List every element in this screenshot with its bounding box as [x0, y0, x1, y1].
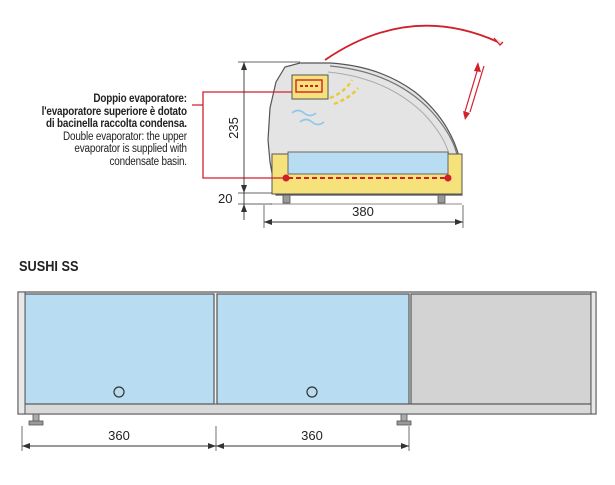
- note-it-line-1: Doppio evaporatore:: [93, 93, 188, 105]
- end-cap-left: [17, 291, 26, 415]
- note-en-line-2: evaporator is supplied with: [74, 143, 188, 156]
- front-foot-left: [28, 413, 44, 426]
- model-title: SUSHI SS: [19, 258, 79, 275]
- dim-height-arrow-bottom: [241, 185, 247, 193]
- note-it-line-2: l'evaporatore superiore è dotato: [41, 105, 187, 118]
- side-panel: [410, 293, 592, 405]
- front-base-strip: [17, 403, 597, 415]
- dim-module-2-arrow-right: [401, 443, 409, 449]
- dim-height-label: 235: [226, 117, 241, 139]
- module-2-knob: [306, 386, 318, 398]
- display-pan: [287, 151, 449, 175]
- foot-right: [437, 194, 446, 204]
- dim-module-1-label: 360: [108, 428, 130, 443]
- module-2-glass: [216, 293, 410, 405]
- air-flow-yellow: [329, 79, 354, 100]
- curved-glass-lid: [329, 65, 459, 161]
- cold-air-flow-icon: [291, 109, 325, 126]
- dim-depth-arrow-left: [264, 219, 272, 225]
- dim-foot-label: 20: [218, 191, 232, 206]
- dim-module-1-arrow-left: [22, 443, 30, 449]
- dim-depth-label: 380: [352, 204, 374, 219]
- lid-motion-arrow-head-up: [474, 62, 481, 72]
- double-evaporator-note: Doppio evaporatore: l'evaporatore superi…: [42, 93, 187, 169]
- foot-left: [282, 194, 291, 204]
- front-foot-right: [396, 413, 412, 426]
- air-flow-yellow-2: [333, 87, 359, 106]
- front-view: 360 360: [17, 291, 597, 451]
- dim-depth-arrow-right: [455, 219, 463, 225]
- callout-leader: [192, 91, 292, 179]
- lower-coil-end-right: [444, 174, 452, 182]
- note-en-line-1: Double evaporator: the upper: [63, 130, 187, 143]
- dim-height-arrow-top: [241, 62, 247, 70]
- lid-open-arc: [324, 24, 499, 61]
- side-section-view: 235 20 380: [192, 24, 504, 228]
- dim-module-1-arrow-right: [208, 443, 216, 449]
- module-1-knob: [113, 386, 125, 398]
- lid-motion-arrow-head-down: [463, 111, 470, 120]
- lid-handle: [493, 37, 504, 46]
- dim-module-2-label: 360: [301, 428, 323, 443]
- lid-motion-arrow: [463, 67, 479, 116]
- dim-module-2-arrow-left: [216, 443, 224, 449]
- end-cap-right: [590, 291, 597, 415]
- module-1-glass: [24, 293, 215, 405]
- note-it-line-3: di bacinella raccolta condensa.: [46, 118, 187, 131]
- note-en-line-3: condensate basin.: [109, 155, 188, 168]
- curved-glass-lid-inner: [327, 71, 451, 159]
- condensate-basin: [295, 79, 323, 93]
- lid-motion-arrow-2: [469, 65, 485, 113]
- dim-foot-arrow: [241, 204, 247, 212]
